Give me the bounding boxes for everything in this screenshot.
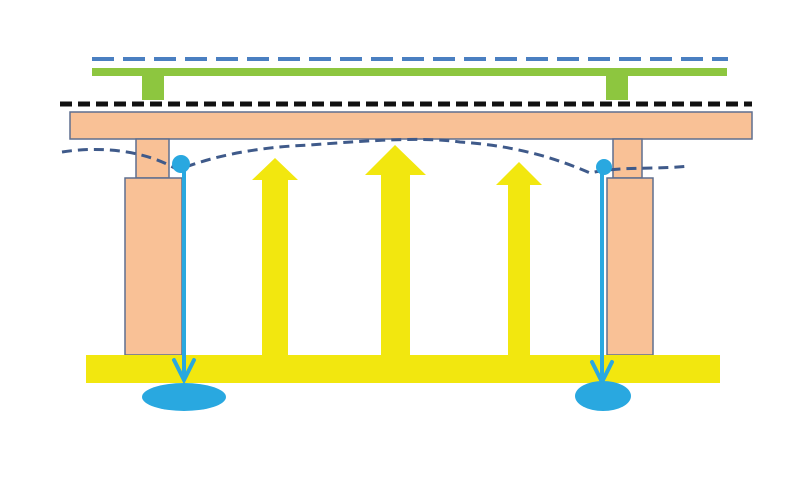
right-column (606, 138, 654, 356)
panel-support-left (142, 76, 164, 100)
drain-arrow-left-icon (172, 358, 196, 385)
left-column (124, 138, 183, 356)
drain-source-left-icon (172, 155, 190, 173)
beam (69, 111, 753, 140)
panel-support-right (606, 76, 628, 100)
left-column-upper (135, 138, 170, 179)
upward-arrows (252, 145, 542, 355)
panel-green-base (92, 68, 727, 76)
right-column-lower (606, 177, 654, 356)
drain-pool-left (142, 383, 226, 411)
upward-arrow-left (252, 158, 298, 355)
right-column-upper (612, 138, 643, 179)
foundation-slab (86, 355, 720, 383)
upward-arrow-center (365, 145, 426, 355)
left-column-lower (124, 177, 183, 356)
deflection-curve (61, 137, 691, 175)
drainage-left (142, 155, 226, 411)
panel-assembly (92, 57, 728, 100)
drain-pool-right (575, 381, 631, 411)
drainage-right (575, 159, 631, 411)
upward-arrow-right (496, 162, 542, 355)
